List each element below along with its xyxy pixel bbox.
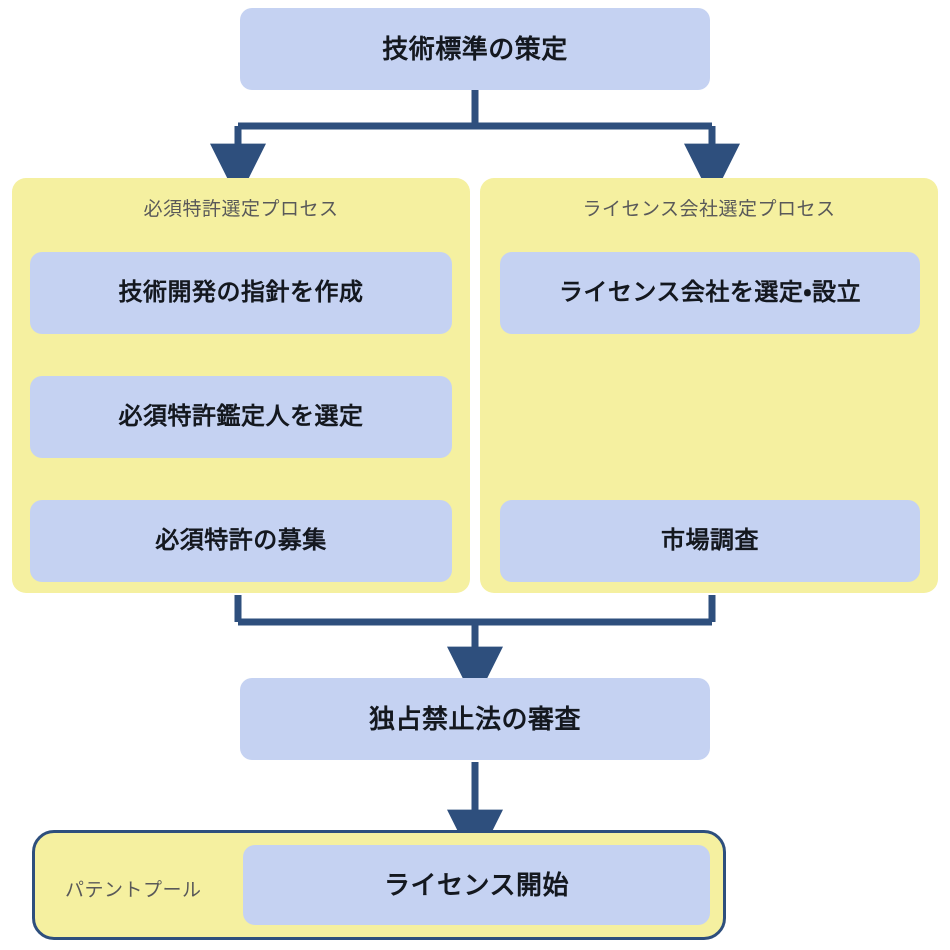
- node-select-establish-licensing-company[interactable]: ライセンス会社を選定・設立: [500, 252, 920, 334]
- node-create-development-guidelines[interactable]: 技術開発の指針を作成: [30, 252, 452, 334]
- connector-split-top: [210, 90, 740, 200]
- node-solicit-essential-patents[interactable]: 必須特許の募集: [30, 500, 452, 582]
- node-select-patent-evaluator[interactable]: 必須特許鑑定人を選定: [30, 376, 452, 458]
- node-standard-formulation[interactable]: 技術標準の策定: [240, 8, 710, 90]
- group-label-licensing-company-selection: ライセンス会社選定プロセス: [582, 199, 836, 220]
- group-label-essential-patent-selection: 必須特許選定プロセス: [143, 199, 339, 220]
- patent-pool-label: パテントプール: [65, 880, 202, 901]
- node-license-start[interactable]: ライセンス開始: [243, 845, 710, 925]
- connector-merge-bottom: [234, 595, 716, 703]
- node-antitrust-review[interactable]: 独占禁止法の審査: [240, 678, 710, 760]
- node-market-research[interactable]: 市場調査: [500, 500, 920, 582]
